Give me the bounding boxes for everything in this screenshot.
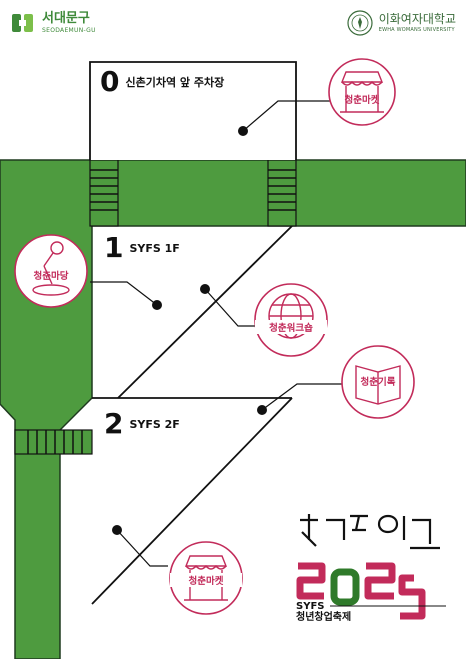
seodaemun-logo: 서대문구 SEODAEMUN-GU [10, 10, 96, 36]
ewha-logo: 이화여자대학교 EWHA WOMANS UNIVERSITY [347, 10, 456, 36]
area1-header: 1 SYFS 1F [104, 234, 180, 262]
seodaemun-name: 서대문구 [42, 11, 90, 26]
area0-number: 0 [100, 65, 120, 98]
leader-workshop [200, 284, 258, 327]
festival-logo [296, 514, 446, 620]
festival-subtitle-line1: SYFS [296, 601, 325, 612]
booth-record-label: 청춘기록 [360, 377, 396, 388]
area1-diagonal [117, 225, 293, 399]
area2-header: 2 SYFS 2F [104, 410, 180, 438]
booth-madang[interactable] [14, 234, 88, 308]
crosswalk-left [14, 429, 93, 455]
leader-record [257, 383, 342, 415]
leader-madang [90, 281, 162, 310]
festival-year-lettering [296, 562, 426, 620]
booth-market-top[interactable] [328, 58, 396, 126]
leader-market-bottom [112, 525, 168, 567]
area2-label: SYFS 2F [129, 417, 180, 431]
area0-label: 신촌기차역 앞 주차장 [125, 76, 225, 89]
festival-subtitle-line2: 청년창업축제 [296, 612, 352, 623]
crosswalk-top-left [89, 159, 119, 227]
ewha-seal-icon [347, 10, 373, 36]
seodaemun-emblem-icon [12, 14, 33, 32]
ewha-sub: EWHA WOMANS UNIVERSITY [378, 27, 455, 33]
booth-record[interactable] [341, 345, 415, 419]
open-book-icon [355, 365, 401, 405]
area1-number: 1 [104, 231, 124, 264]
ewha-name: 이화여자대학교 [378, 12, 456, 26]
booth-madang-label: 청춘마당 [33, 271, 69, 282]
area2-number: 2 [104, 407, 124, 440]
festival-subtitle: SYFS 청년창업축제 [296, 601, 351, 623]
microphone-icon [32, 241, 70, 296]
area1-label: SYFS 1F [129, 241, 180, 255]
seodaemun-sub: SEODAEMUN-GU [42, 27, 96, 34]
festival-title-lettering [300, 514, 440, 550]
booth-workshop-label: 청춘워크숍 [255, 320, 327, 334]
area2-diagonal [91, 397, 293, 605]
area0-header: 0 신촌기차역 앞 주차장 [100, 68, 224, 96]
crosswalk-top-right [267, 159, 297, 227]
booth-market-top-label: 청춘마켓 [344, 95, 380, 106]
leader-market-top [238, 100, 336, 136]
booth-market-bottom-label: 청춘마켓 [170, 573, 242, 587]
market-stall-icon [340, 71, 384, 113]
